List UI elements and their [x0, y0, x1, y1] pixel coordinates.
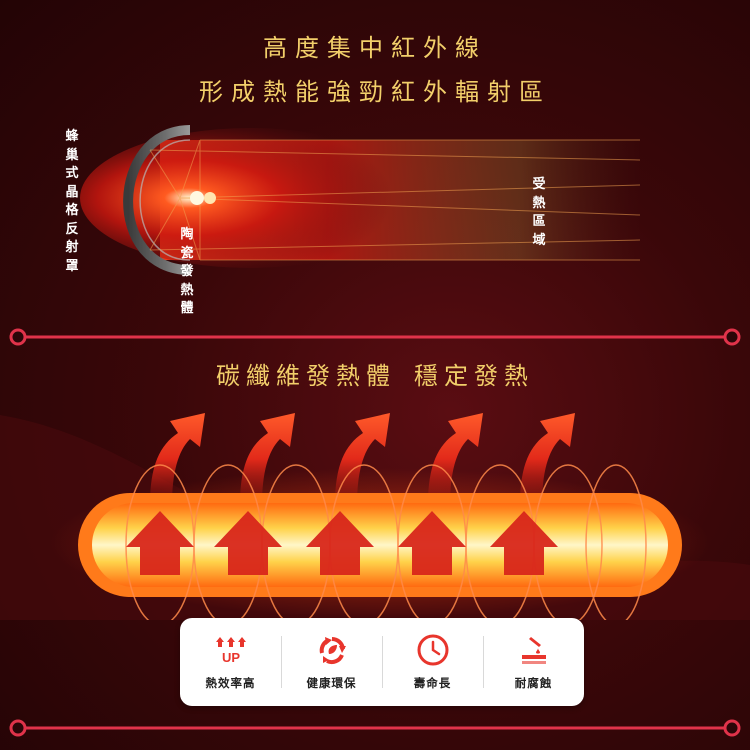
- up-badge-text: UP: [221, 650, 239, 665]
- divider-bottom: [9, 719, 741, 737]
- carbon-fiber-title: 碳纖維發熱體穩定發熱: [0, 356, 750, 391]
- heated-area-label: 受熱區域: [532, 177, 546, 248]
- recycle-icon: [319, 636, 346, 665]
- heat-arrows-inner: [126, 511, 558, 575]
- feature-label: 耐腐蝕: [514, 676, 553, 690]
- ceramic-element: [190, 191, 204, 205]
- heating-tube-illustration: [0, 413, 750, 620]
- feature-efficiency: UP 熱效率高: [180, 618, 281, 706]
- reflector-inner: [139, 139, 191, 261]
- headline-line-1: 高度集中紅外線: [263, 34, 487, 62]
- feature-lifespan: 壽命長: [382, 618, 483, 706]
- divider-top: [9, 328, 741, 346]
- reflector-label: 蜂巢式晶格反射罩: [65, 129, 79, 274]
- corrosion-resistant-icon: [521, 637, 546, 664]
- feature-eco: 健康環保: [281, 618, 382, 706]
- ray-lines: [149, 139, 641, 261]
- feature-anticorrosion: 耐腐蝕: [483, 618, 584, 706]
- reflector-shell: [123, 125, 191, 275]
- efficiency-up-icon: UP: [215, 637, 246, 665]
- ceramic-label: 陶瓷發熱體: [180, 227, 194, 316]
- infrared-beam-illustration: [80, 125, 641, 275]
- carbon-fiber-title-part2: 穩定發熱: [414, 362, 534, 390]
- heat-arrows-upper: [150, 413, 575, 505]
- feature-label: 健康環保: [306, 676, 357, 690]
- feature-label: 熱效率高: [205, 676, 256, 690]
- headline-line-2: 形成熱能強勁紅外輻射區: [199, 78, 551, 106]
- feature-label: 壽命長: [413, 676, 452, 690]
- hot-core: [80, 128, 420, 268]
- clock-icon: [417, 634, 448, 666]
- feature-card: UP 熱效率高 健康環保: [180, 618, 584, 706]
- carbon-fiber-title-part1: 碳纖維發熱體: [216, 362, 396, 390]
